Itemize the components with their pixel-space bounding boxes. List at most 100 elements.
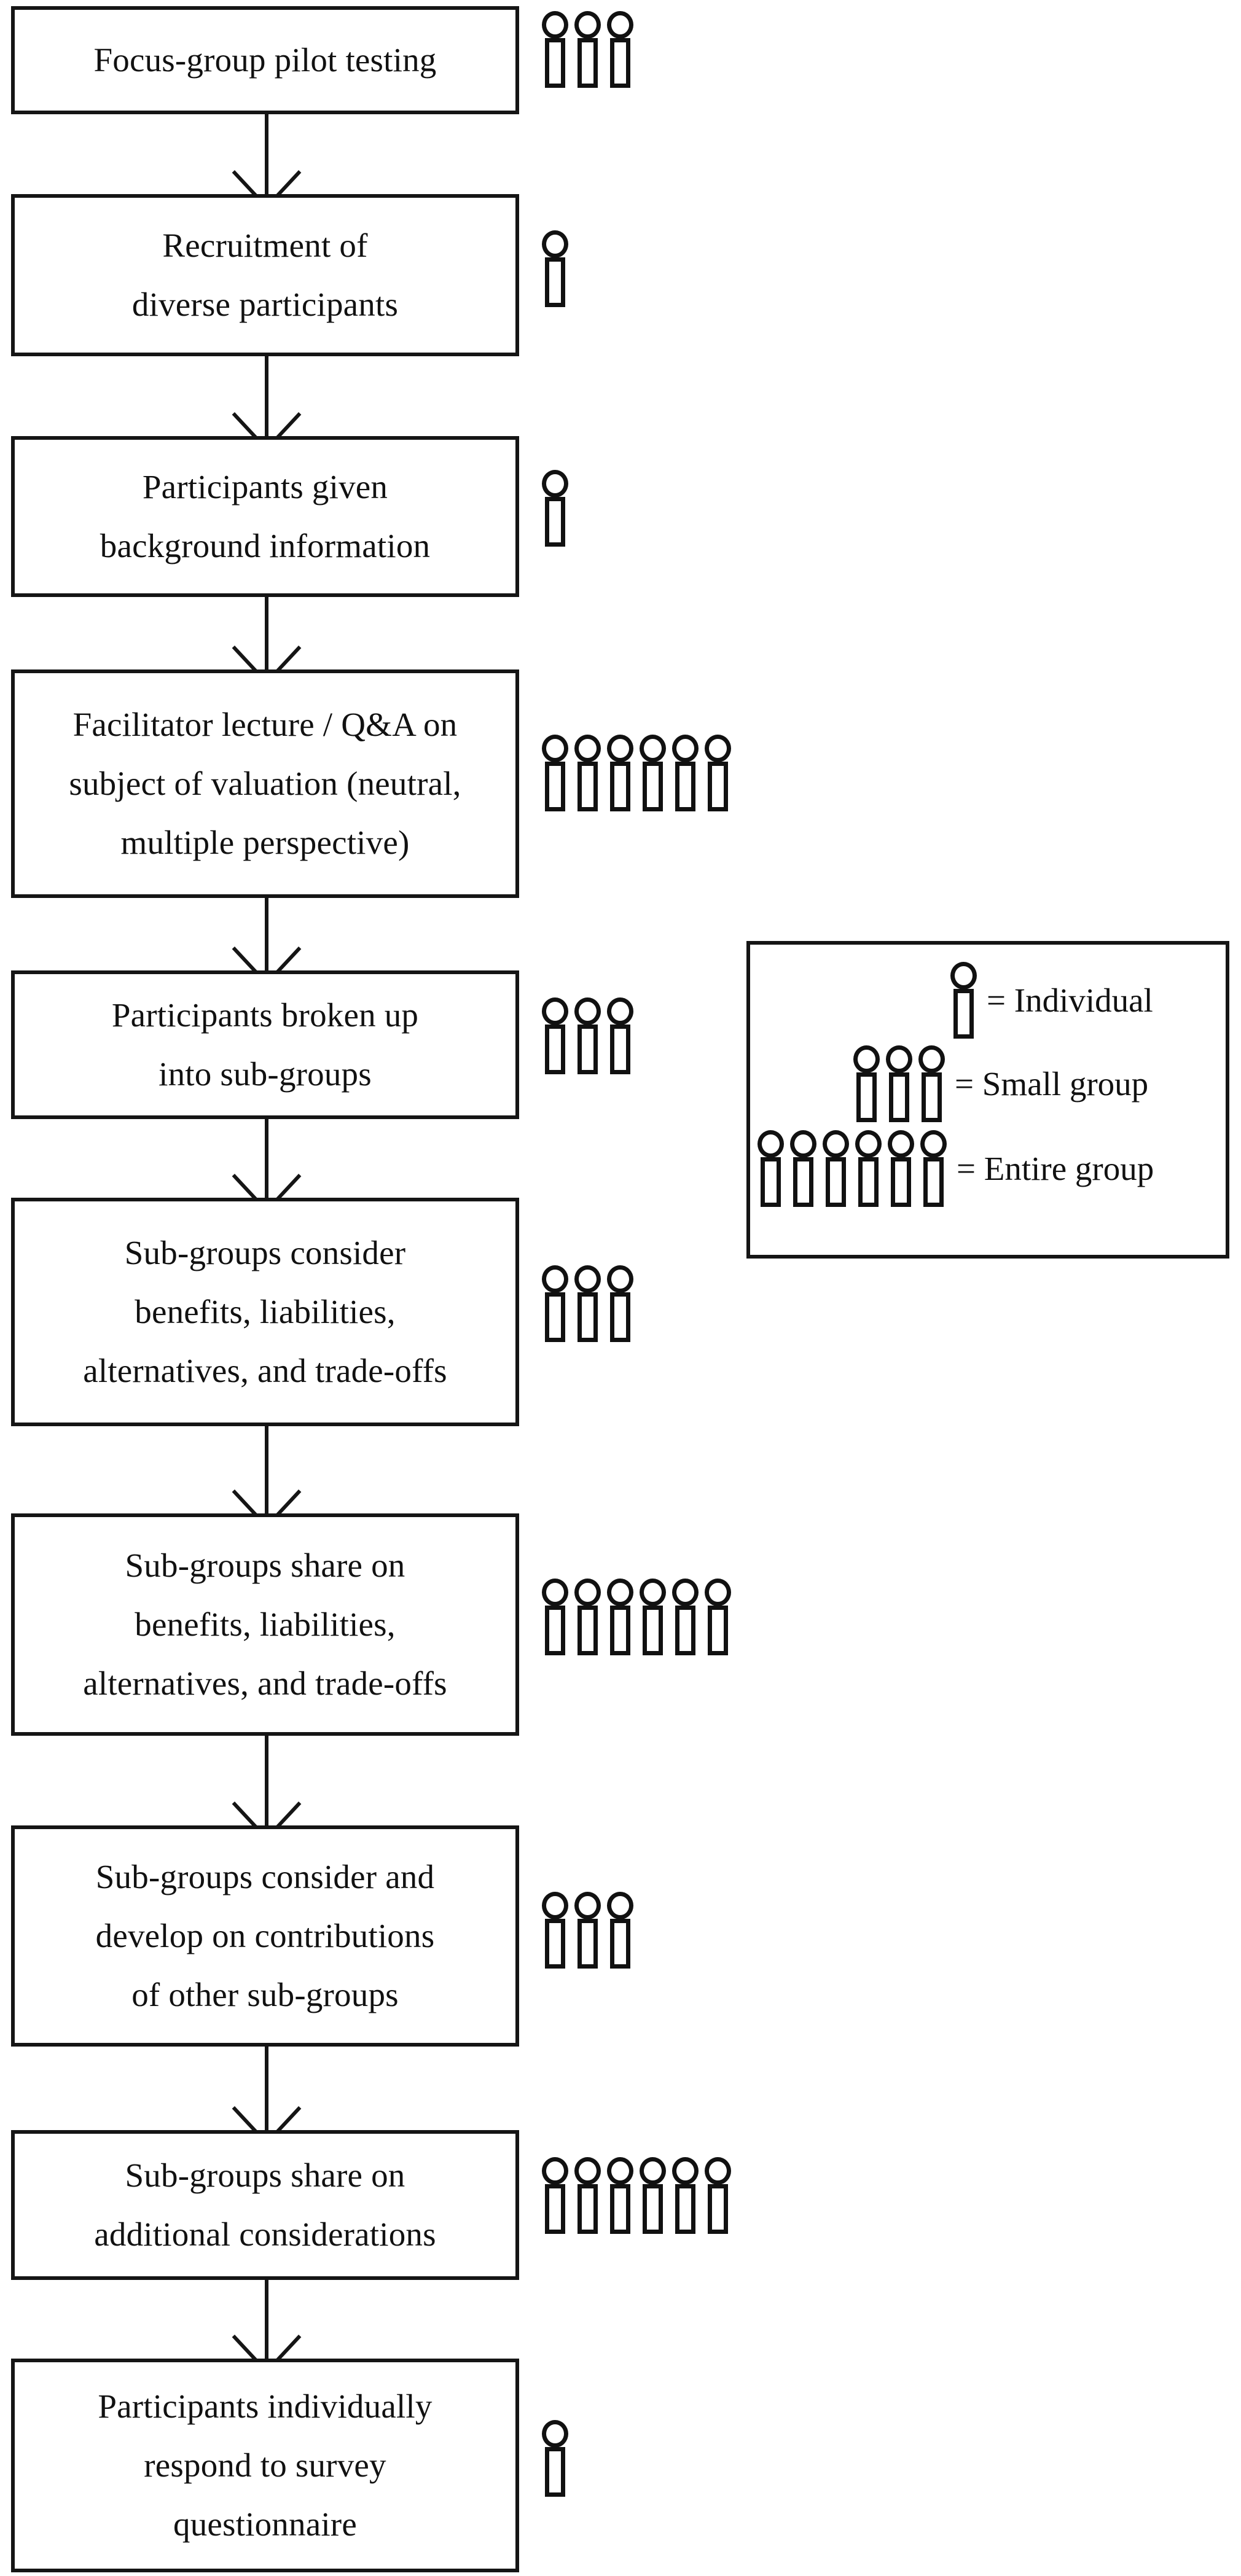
process-box-5[interactable]: Participants broken up into sub-groups [11,970,519,1119]
person-icon [541,1265,570,1342]
person-icon [703,735,732,811]
person-icon [756,1130,785,1207]
person-body-icon [577,1292,598,1342]
process-box-6[interactable]: Sub-groups consider benefits, liabilitie… [11,1198,519,1426]
person-head-icon [672,2157,699,2185]
arrow-step8-to-step9 [232,2047,302,2134]
process-box-10[interactable]: Participants individually respond to sur… [11,2359,519,2572]
person-icon [573,11,602,88]
arrow-step9-to-step10 [232,2280,302,2363]
person-icon [949,962,978,1039]
person-body-icon [545,1919,565,1969]
process-box-2[interactable]: Recruitment of diverse participants [11,194,519,356]
person-head-icon [574,997,601,1025]
participant-group-step-8 [541,1892,635,1969]
person-body-icon [545,2184,565,2234]
person-body-icon [675,762,695,811]
person-head-icon [542,1892,568,1919]
person-head-icon [672,735,699,762]
person-head-icon [855,1130,882,1158]
person-icon [917,1045,946,1122]
arrow-step2-to-step3 [232,356,302,440]
arrow-shaft [265,2047,268,2130]
person-icon [606,997,635,1074]
process-box-3[interactable]: Participants given background informatio… [11,436,519,597]
arrow-step3-to-step4 [232,597,302,674]
arrow-shaft [265,1736,268,1825]
participant-group-step-6 [541,1265,635,1342]
person-body-icon [826,1157,846,1207]
participant-group-step-1 [541,11,635,88]
person-icon [573,997,602,1074]
participant-group-step-9 [541,2157,732,2234]
process-box-9[interactable]: Sub-groups share on additional considera… [11,2130,519,2280]
arrow-head-icon [232,1797,302,1830]
person-body-icon [610,2184,630,2234]
person-head-icon [888,1130,914,1158]
arrow-step6-to-step7 [232,1426,302,1518]
person-icon [703,2157,732,2234]
person-icon [821,1130,850,1207]
person-head-icon [853,1045,880,1073]
person-head-icon [823,1130,849,1158]
person-icon [606,11,635,88]
person-icon [541,735,570,811]
legend-figures-small-group [852,1045,946,1122]
person-icon [638,1579,667,1655]
person-head-icon [542,470,568,498]
arrow-shaft [265,898,268,970]
person-icon [541,1579,570,1655]
person-body-icon [610,762,630,811]
process-box-10-label: Participants individually respond to sur… [98,2387,433,2543]
person-icon [854,1130,883,1207]
person-icon [638,2157,667,2234]
process-box-8[interactable]: Sub-groups consider and develop on contr… [11,1825,519,2047]
arrow-shaft [265,2280,268,2359]
person-head-icon [607,1892,633,1919]
person-body-icon [793,1157,813,1207]
process-box-6-label: Sub-groups consider benefits, liabilitie… [83,1234,447,1389]
person-head-icon [640,1579,666,1606]
person-body-icon [708,1606,728,1655]
person-icon [885,1045,914,1122]
person-head-icon [705,735,731,762]
person-body-icon [545,1025,565,1074]
person-body-icon [577,1606,598,1655]
person-body-icon [708,2184,728,2234]
person-head-icon [758,1130,784,1158]
person-body-icon [858,1157,879,1207]
person-icon [541,1892,570,1969]
legend-row-entire-group: = Entire group [756,1130,1154,1207]
person-icon [606,2157,635,2234]
arrow-head-icon [232,641,302,674]
process-box-1[interactable]: Focus-group pilot testing [11,6,519,114]
person-icon [606,1892,635,1969]
person-head-icon [640,735,666,762]
process-box-4[interactable]: Facilitator lecture / Q&A on subject of … [11,669,519,898]
person-body-icon [675,1606,695,1655]
process-box-7-label: Sub-groups share on benefits, liabilitie… [83,1547,447,1702]
person-body-icon [856,1072,877,1122]
person-head-icon [574,735,601,762]
legend-label-small-group: = Small group [955,1064,1149,1103]
person-head-icon [920,1130,947,1158]
person-body-icon [675,2184,695,2234]
arrow-shaft [265,597,268,669]
person-head-icon [607,735,633,762]
legend-box: = Individual = Small group = Entire grou… [746,941,1229,1259]
person-icon [573,735,602,811]
person-icon [789,1130,818,1207]
person-body-icon [577,1025,598,1074]
person-body-icon [577,1919,598,1969]
person-head-icon [640,2157,666,2185]
arrow-step1-to-step2 [232,114,302,198]
person-body-icon [953,989,974,1039]
person-icon [606,1579,635,1655]
person-body-icon [610,1292,630,1342]
process-box-7[interactable]: Sub-groups share on benefits, liabilitie… [11,1513,519,1736]
person-head-icon [607,1579,633,1606]
person-head-icon [574,1892,601,1919]
legend-figures-entire-group [756,1130,948,1207]
person-body-icon [577,38,598,88]
